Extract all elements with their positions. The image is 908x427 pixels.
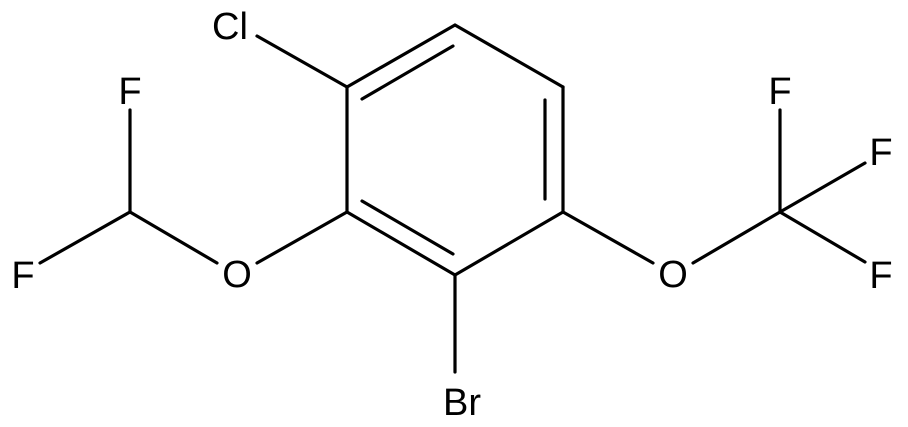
atom-label-f1: F (118, 71, 141, 113)
bond-ch-f2 (38, 210, 132, 265)
bond-ring-bottom-right (453, 210, 565, 277)
atom-label-f3: F (768, 71, 791, 113)
bond-ring-top-right (453, 23, 565, 89)
atom-labels: Cl F F O Br O F F F (11, 6, 892, 424)
atom-label-br: Br (443, 382, 481, 424)
atom-label-cl: Cl (212, 6, 248, 48)
bond-o2-cf3 (691, 210, 782, 265)
bond-c-cl (255, 34, 349, 89)
bond-cf3-f5 (778, 210, 867, 264)
substituent-bonds (38, 34, 867, 374)
bond-o1-ch (128, 210, 219, 265)
atom-label-f5: F (869, 255, 892, 297)
bond-cf3-f4 (778, 161, 867, 214)
bond-ring-top-inner (360, 44, 455, 101)
bond-ring-bottom-left-inner (360, 199, 455, 256)
ring-bonds (345, 23, 565, 277)
atom-label-o2: O (658, 254, 688, 296)
bond-c-o1 (255, 210, 349, 265)
atom-label-o1: O (222, 254, 252, 296)
bond-ring-bottom-left (345, 210, 457, 277)
bond-c-o2 (561, 210, 655, 265)
atom-label-f4: F (869, 132, 892, 174)
atom-label-f2: F (11, 255, 34, 297)
bond-ring-top (345, 23, 457, 89)
